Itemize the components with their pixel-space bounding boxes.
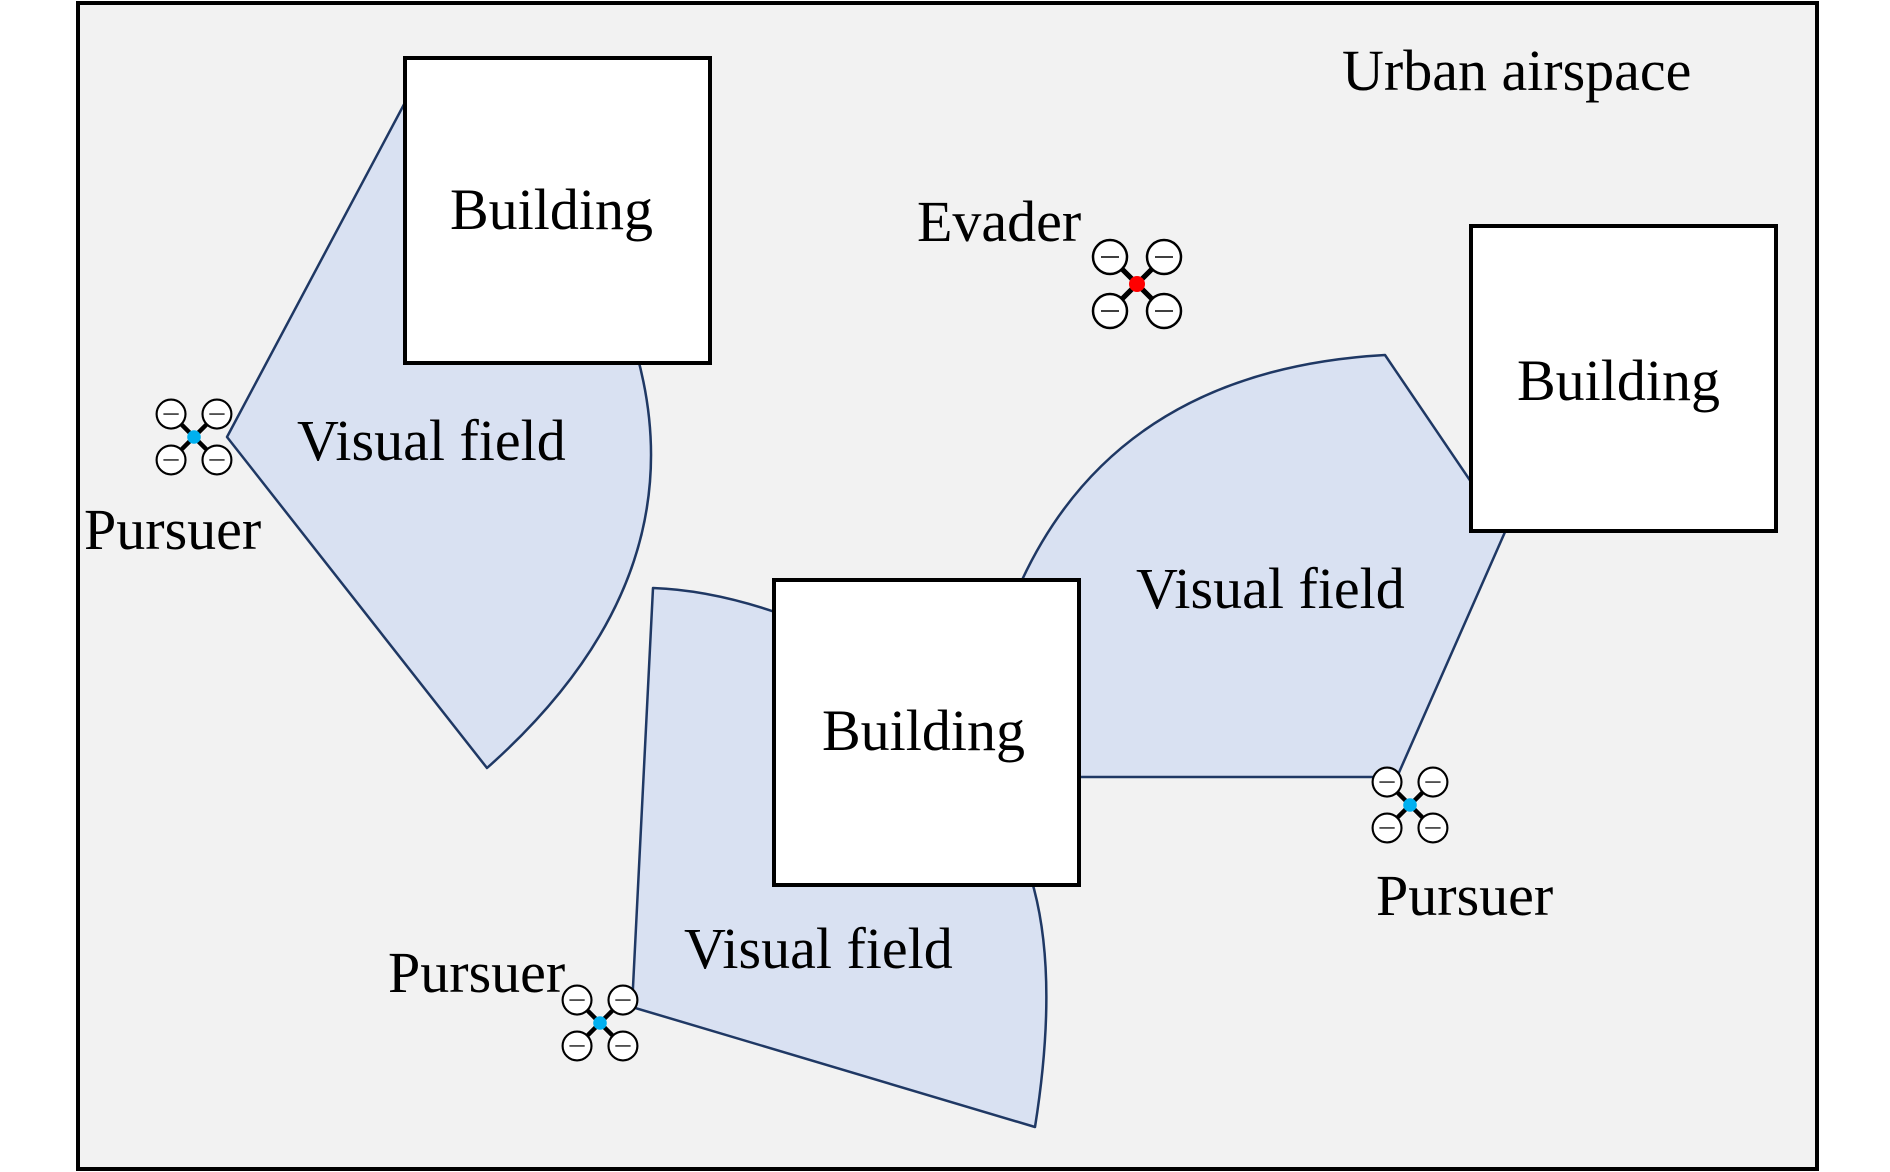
visual-field-label: Visual field [684,916,953,981]
pursuer-drone-icon [563,986,638,1061]
building-label: Building [450,177,653,242]
evader-drone-icon [1093,240,1181,328]
evader-label: Evader [917,189,1081,254]
pursuer-label: Pursuer [1376,863,1553,928]
building-center [772,578,1081,887]
pursuer-label: Pursuer [388,940,565,1005]
building-top-left [403,56,712,365]
pursuer-drone-icon [1373,768,1448,843]
pursuer-drone-icon [157,400,232,475]
pursuer-label: Pursuer [84,497,261,562]
building-right [1469,224,1778,533]
visual-field-label: Visual field [297,408,566,473]
building-label: Building [822,698,1025,763]
visual-field-sector-right [1020,353,1507,779]
airspace-title: Urban airspace [1342,38,1691,103]
building-label: Building [1517,348,1720,413]
visual-field-label: Visual field [1136,556,1405,621]
